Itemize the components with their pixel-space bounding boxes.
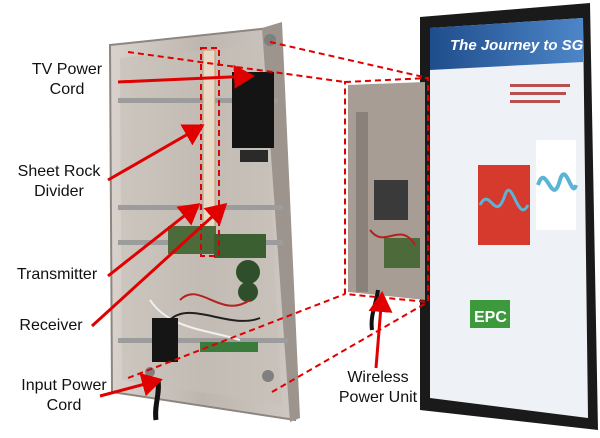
arrow-tv-power-cord [117, 64, 255, 89]
arrow-receiver [90, 202, 228, 328]
tv-monitor: The Journey to SG EPC [420, 3, 598, 430]
label-line: Cord [46, 397, 82, 414]
arrow-sheet-rock-divider [107, 124, 205, 182]
screen-logo: EPC [474, 309, 507, 326]
label-tv-power-cord: TV Power Cord [12, 60, 122, 100]
wireless-power-unit [348, 82, 425, 331]
label-line: Receiver [19, 317, 83, 334]
label-line: Divider [34, 183, 84, 200]
label-receiver: Receiver [6, 316, 96, 336]
divider-outline [200, 47, 220, 257]
arrow-input-power-cord [99, 373, 163, 398]
wpu-outline [344, 76, 429, 304]
label-wireless-power-unit: Wireless Power Unit [318, 368, 438, 408]
arrow-wireless-power-unit [368, 291, 393, 369]
label-line: Power Unit [338, 389, 418, 406]
label-line: Input Power [21, 377, 107, 394]
label-line: Cord [49, 81, 85, 98]
arrow-transmitter [107, 203, 201, 278]
label-line: Transmitter [16, 266, 98, 283]
label-input-power-cord: Input Power Cord [4, 376, 124, 416]
label-line: TV Power [31, 61, 103, 78]
label-transmitter: Transmitter [2, 265, 112, 285]
wireless-power-enclosure [108, 22, 300, 422]
screen-title: The Journey to SG [450, 37, 584, 54]
callout-arrows [90, 64, 393, 398]
label-sheet-rock-divider: Sheet Rock Divider [4, 162, 114, 202]
label-line: Wireless [347, 369, 409, 386]
projection-lines [127, 41, 429, 393]
label-line: Sheet Rock [17, 163, 101, 180]
